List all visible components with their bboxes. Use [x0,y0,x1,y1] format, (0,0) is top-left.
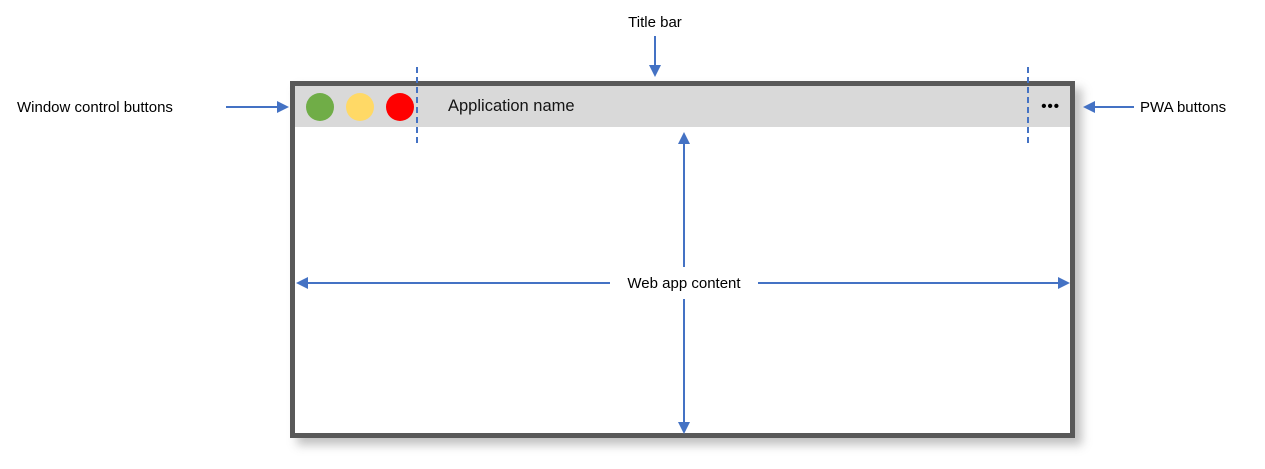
title-bar-arrow-down-icon [649,36,661,77]
application-name-text: Application name [448,97,575,115]
titlebar-right-dashed-divider [1027,67,1029,143]
web-content-arrow-up-icon [678,132,690,267]
window-control-yellow-button[interactable] [346,92,374,121]
window-control-green-button[interactable] [306,92,334,121]
titlebar-left-dashed-divider [416,67,418,143]
title-bar: Application name ••• [295,86,1070,127]
pwa-buttons-label: PWA buttons [1140,99,1227,116]
window-control-arrow-right-icon [226,101,289,113]
web-app-content-area [295,127,1070,433]
pwa-buttons-arrow-left-icon [1083,101,1134,113]
web-app-content-label: Web app content [627,275,741,292]
web-content-arrow-left-icon [296,277,610,289]
window-control-buttons-label: Window control buttons [17,99,173,116]
web-content-arrow-down-icon [678,299,690,434]
window-control-red-button[interactable] [386,92,414,121]
title-bar-label: Title bar [628,14,682,31]
pwa-menu-ellipsis-icon[interactable]: ••• [1041,98,1060,115]
web-content-arrow-right-icon [758,277,1070,289]
